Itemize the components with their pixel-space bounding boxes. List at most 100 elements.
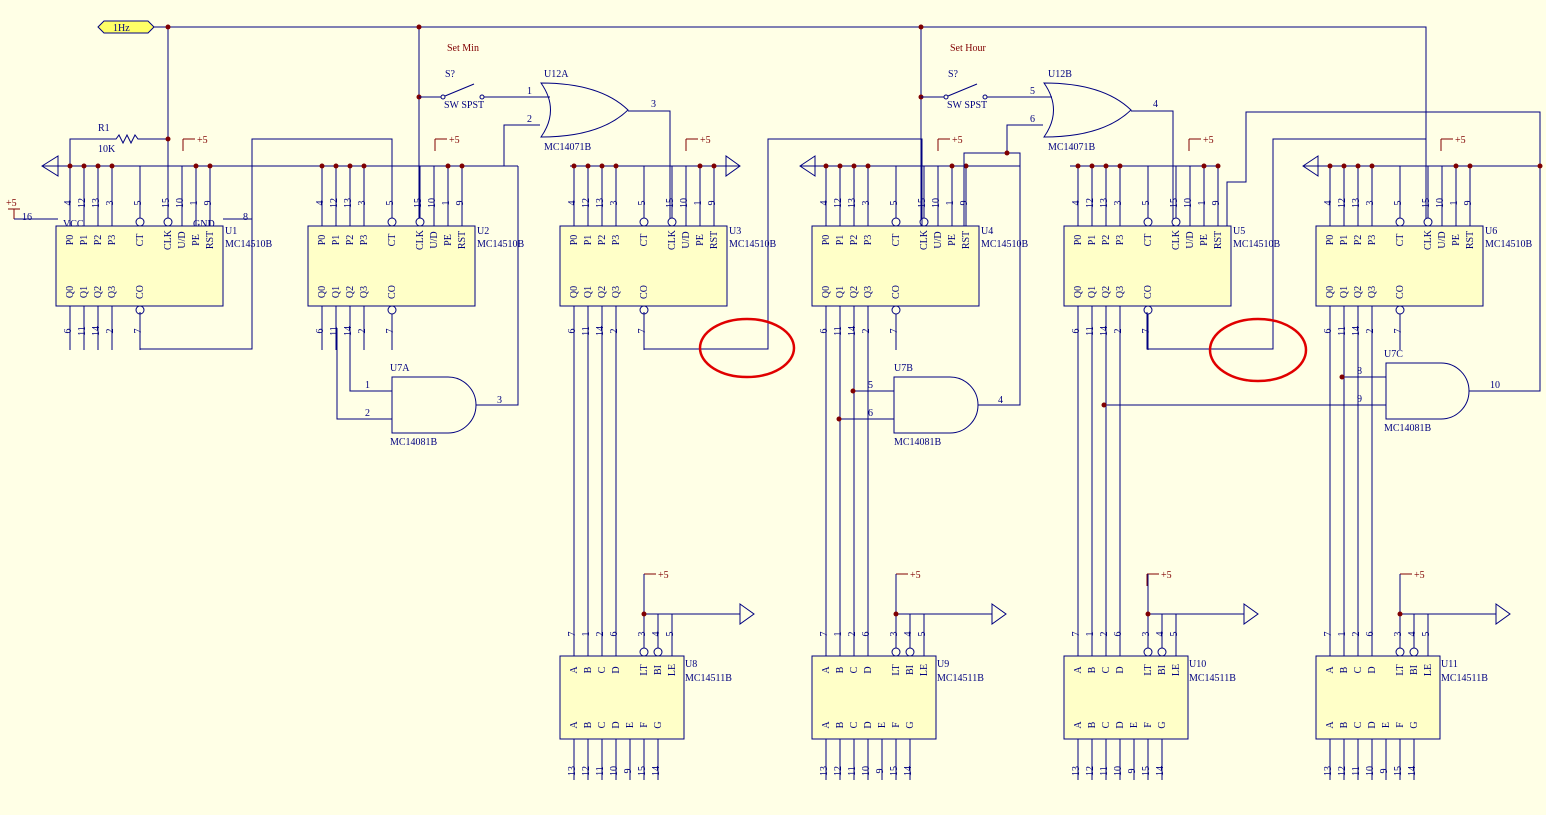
- pin-number: 12: [833, 198, 844, 208]
- pin-name: P1: [583, 235, 594, 246]
- pin-number: 4: [1323, 201, 1334, 206]
- pin-name: CO: [1143, 285, 1154, 299]
- r1-ref: R1: [98, 123, 110, 134]
- and-gate-u7a: U7A 1 2 3 MC14081B: [336, 166, 519, 448]
- pin-name: B: [583, 721, 594, 728]
- and-gate-ref: U7C: [1384, 349, 1403, 360]
- pin-number: 3: [889, 632, 900, 637]
- pin-number: 7: [819, 632, 830, 637]
- pin-number: 2: [1113, 329, 1124, 334]
- pin-name: CT: [1143, 234, 1154, 247]
- or-gate-u12b: U12B 5 6 4 MC14071B: [1006, 69, 1174, 226]
- and-gate-u7c: U7C 8 9 10 MC14081B: [1101, 163, 1543, 434]
- pin-number: 5: [665, 632, 676, 637]
- pin-name: P0: [821, 235, 832, 246]
- pin-name: BI: [653, 665, 664, 675]
- pin-number: 9: [1211, 201, 1222, 206]
- chip-ref: U5: [1233, 226, 1245, 237]
- pin-name: P2: [1353, 235, 1364, 246]
- pin-name: Q2: [849, 286, 860, 298]
- pin-name: PE: [947, 234, 958, 246]
- or-gate-ref: U12B: [1048, 69, 1072, 80]
- power-flag: +5: [937, 135, 963, 151]
- pin-number: 2: [105, 329, 116, 334]
- pin-name: G: [653, 721, 664, 728]
- pin-number: 9: [1379, 769, 1390, 774]
- pin-name: C: [849, 721, 860, 728]
- pin-number: 10: [1435, 198, 1446, 208]
- power-flag: +5: [1399, 570, 1425, 586]
- chip-ref: U11: [1441, 659, 1458, 670]
- counter-chip: U5MC14510B4P012P113P23P35CT15CLK10U/D1PE…: [1063, 163, 1281, 350]
- pin-number: 5: [1421, 632, 1432, 637]
- pin-name: P0: [569, 235, 580, 246]
- vcc-label: VCC: [63, 219, 84, 230]
- counter-chip: U6MC14510B4P012P113P23P35CT15CLK10U/D1PE…: [1315, 163, 1533, 350]
- pin-name: P3: [863, 235, 874, 246]
- pin-number: 14: [91, 326, 102, 336]
- chip-ref: U8: [685, 659, 697, 670]
- pin-number: 8: [1357, 366, 1362, 377]
- pin-name: A: [821, 721, 832, 729]
- pin-number: 4: [315, 201, 326, 206]
- pin-name: CO: [1395, 285, 1406, 299]
- pin-name: U/D: [429, 231, 440, 248]
- pin-name: D: [1367, 721, 1378, 728]
- pin-number: 2: [527, 114, 532, 125]
- pin-number: 15: [1141, 766, 1152, 776]
- pin-number: 14: [847, 326, 858, 336]
- pin-number: 5: [889, 201, 900, 206]
- pin-number: 4: [1071, 201, 1082, 206]
- pin-name: CO: [135, 285, 146, 299]
- set-hour-switch: Set Hour S? SW SPST: [921, 43, 1052, 111]
- pin-number: 11: [833, 326, 844, 336]
- pin-number: 11: [847, 766, 858, 776]
- pin-name: B: [835, 721, 846, 728]
- pin-name: A: [569, 721, 580, 729]
- pin-name: LT: [639, 664, 650, 675]
- pin-name: D: [611, 666, 622, 673]
- pin-number: 13: [595, 198, 606, 208]
- pin-name: CO: [387, 285, 398, 299]
- pin-number: 5: [1141, 201, 1152, 206]
- pin-number: 15: [161, 198, 172, 208]
- pin-name: RST: [1213, 231, 1224, 249]
- power-label: +5: [197, 135, 208, 146]
- pin-number: 4: [903, 632, 914, 637]
- pin-number: 3: [637, 632, 648, 637]
- pin-name: CT: [387, 234, 398, 247]
- pin-name: U/D: [1185, 231, 1196, 248]
- pin-name: A: [1073, 721, 1084, 729]
- pin-name: BI: [905, 665, 916, 675]
- pin-name: C: [849, 666, 860, 673]
- pin-name: P3: [107, 235, 118, 246]
- pin-name: F: [891, 722, 902, 728]
- pin-number: 10: [931, 198, 942, 208]
- pin-name: U/D: [1437, 231, 1448, 248]
- pin-number: 10: [1113, 766, 1124, 776]
- pin-name: BI: [1157, 665, 1168, 675]
- pin-name: RST: [205, 231, 216, 249]
- pin-number: 8: [243, 212, 248, 223]
- pin-number: 1: [1197, 201, 1208, 206]
- chip-part: MC14511B: [1441, 673, 1488, 684]
- pin-number: 10: [427, 198, 438, 208]
- pin-name: B: [1339, 721, 1350, 728]
- pin-name: LE: [919, 664, 930, 676]
- chip-body: [1063, 655, 1189, 740]
- pin-number: 3: [861, 201, 872, 206]
- chip-part: MC14510B: [1233, 239, 1281, 250]
- pin-name: U/D: [177, 231, 188, 248]
- pin-name: Q0: [1325, 286, 1336, 298]
- pin-number: 3: [497, 395, 502, 406]
- pin-name: C: [597, 721, 608, 728]
- pin-name: U/D: [933, 231, 944, 248]
- pin-number: 3: [609, 201, 620, 206]
- pin-name: Q2: [1353, 286, 1364, 298]
- pin-number: 1: [693, 201, 704, 206]
- chip-body: [811, 655, 937, 740]
- set-min-label: Set Min: [447, 43, 479, 54]
- decoder-chip: U10MC14511B7A1B2C6D3LT4BI5LE13A12B11C10D…: [1063, 350, 1259, 780]
- pin-name: Q3: [1367, 286, 1378, 298]
- pin-name: CT: [1395, 234, 1406, 247]
